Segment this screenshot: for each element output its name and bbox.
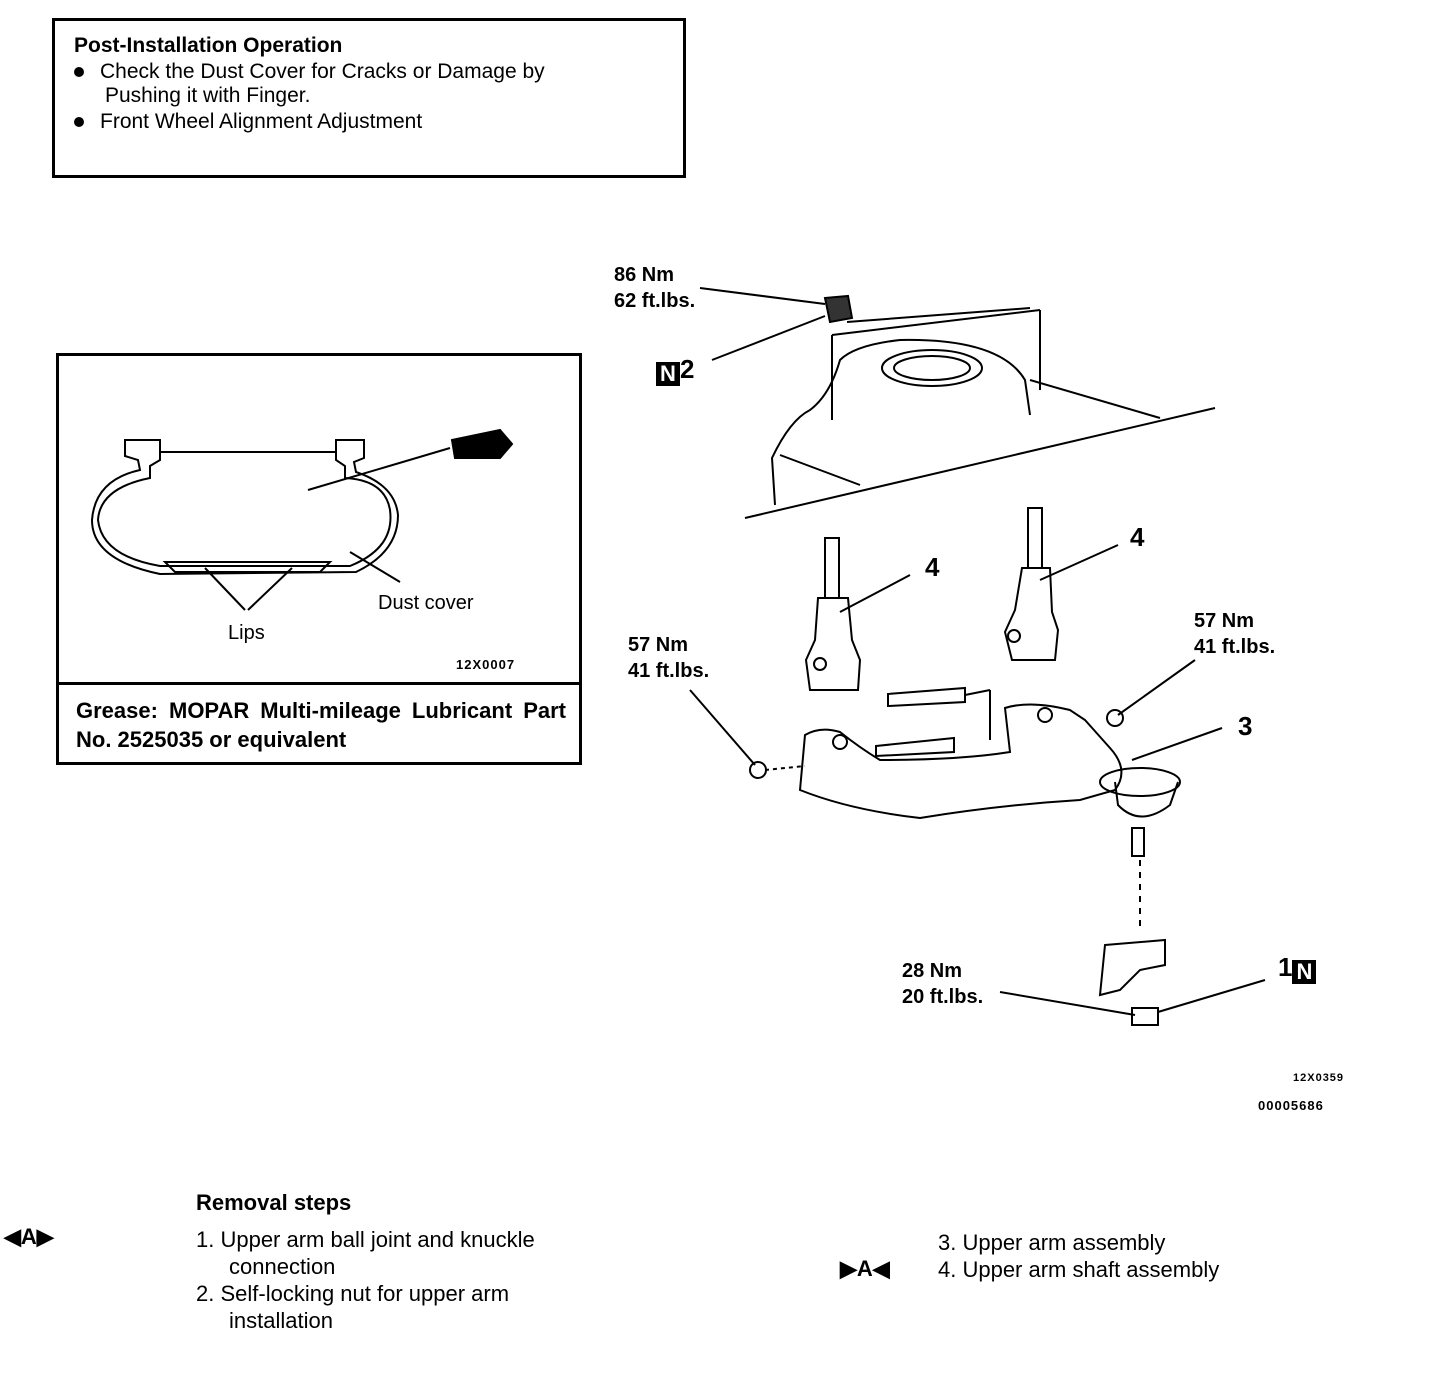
step-4: 4. Upper arm shaft assembly — [938, 1257, 1220, 1282]
upper-arm-drawing — [689, 659, 1266, 1026]
figure-code-12x0359: 12X0359 — [1293, 1072, 1345, 1084]
shaft-assembly-drawing — [804, 507, 1119, 691]
dust-cover-label: Dust cover — [378, 592, 474, 614]
callout-4-right: 4 — [1130, 522, 1145, 552]
figure-code-12x0007: 12X0007 — [456, 657, 516, 672]
new-part-icon: N — [656, 361, 680, 386]
service-marker-right: ▶A◀ — [840, 1256, 890, 1281]
figure-divider — [56, 682, 582, 685]
removal-steps-title: Removal steps — [196, 1190, 352, 1215]
dust-cover-drawing — [90, 428, 514, 611]
torque-label-right: 57 Nm 41 ft.lbs. — [1194, 610, 1276, 658]
callout-4-left: 4 — [925, 552, 940, 582]
callout-3: 3 — [1238, 711, 1253, 741]
post-installation-item-1-cont: Pushing it with Finger. — [105, 84, 311, 107]
post-installation-item-1: Check the Dust Cover for Cracks or Damag… — [74, 60, 545, 84]
step-1: 1. Upper arm ball joint and knuckle conn… — [196, 1227, 535, 1279]
lips-label: Lips — [228, 622, 265, 644]
step-2: 2. Self-locking nut for upper arm instal… — [196, 1281, 510, 1333]
body-panel-drawing — [699, 287, 1216, 519]
post-installation-box — [52, 18, 686, 178]
torque-label-top: 86 Nm 62 ft.lbs. — [614, 264, 696, 312]
service-marker-left: ◀A▶ — [4, 1224, 54, 1249]
torque-label-left: 57 Nm 41 ft.lbs. — [628, 634, 710, 682]
bullet-icon — [74, 117, 84, 128]
new-part-icon: N — [1292, 959, 1317, 984]
bullet-icon — [74, 67, 84, 78]
post-installation-title: Post-Installation Operation — [74, 34, 343, 57]
post-installation-item-2: Front Wheel Alignment Adjustment — [74, 110, 422, 134]
torque-label-bottom: 28 Nm 20 ft.lbs. — [902, 960, 984, 1008]
dust-cover-figure-box — [56, 353, 582, 765]
figure-code-00005686: 00005686 — [1258, 1098, 1324, 1113]
grease-note: Grease: MOPAR Multi-mileage Lubricant Pa… — [76, 698, 566, 752]
step-3: 3. Upper arm assembly — [938, 1230, 1166, 1255]
